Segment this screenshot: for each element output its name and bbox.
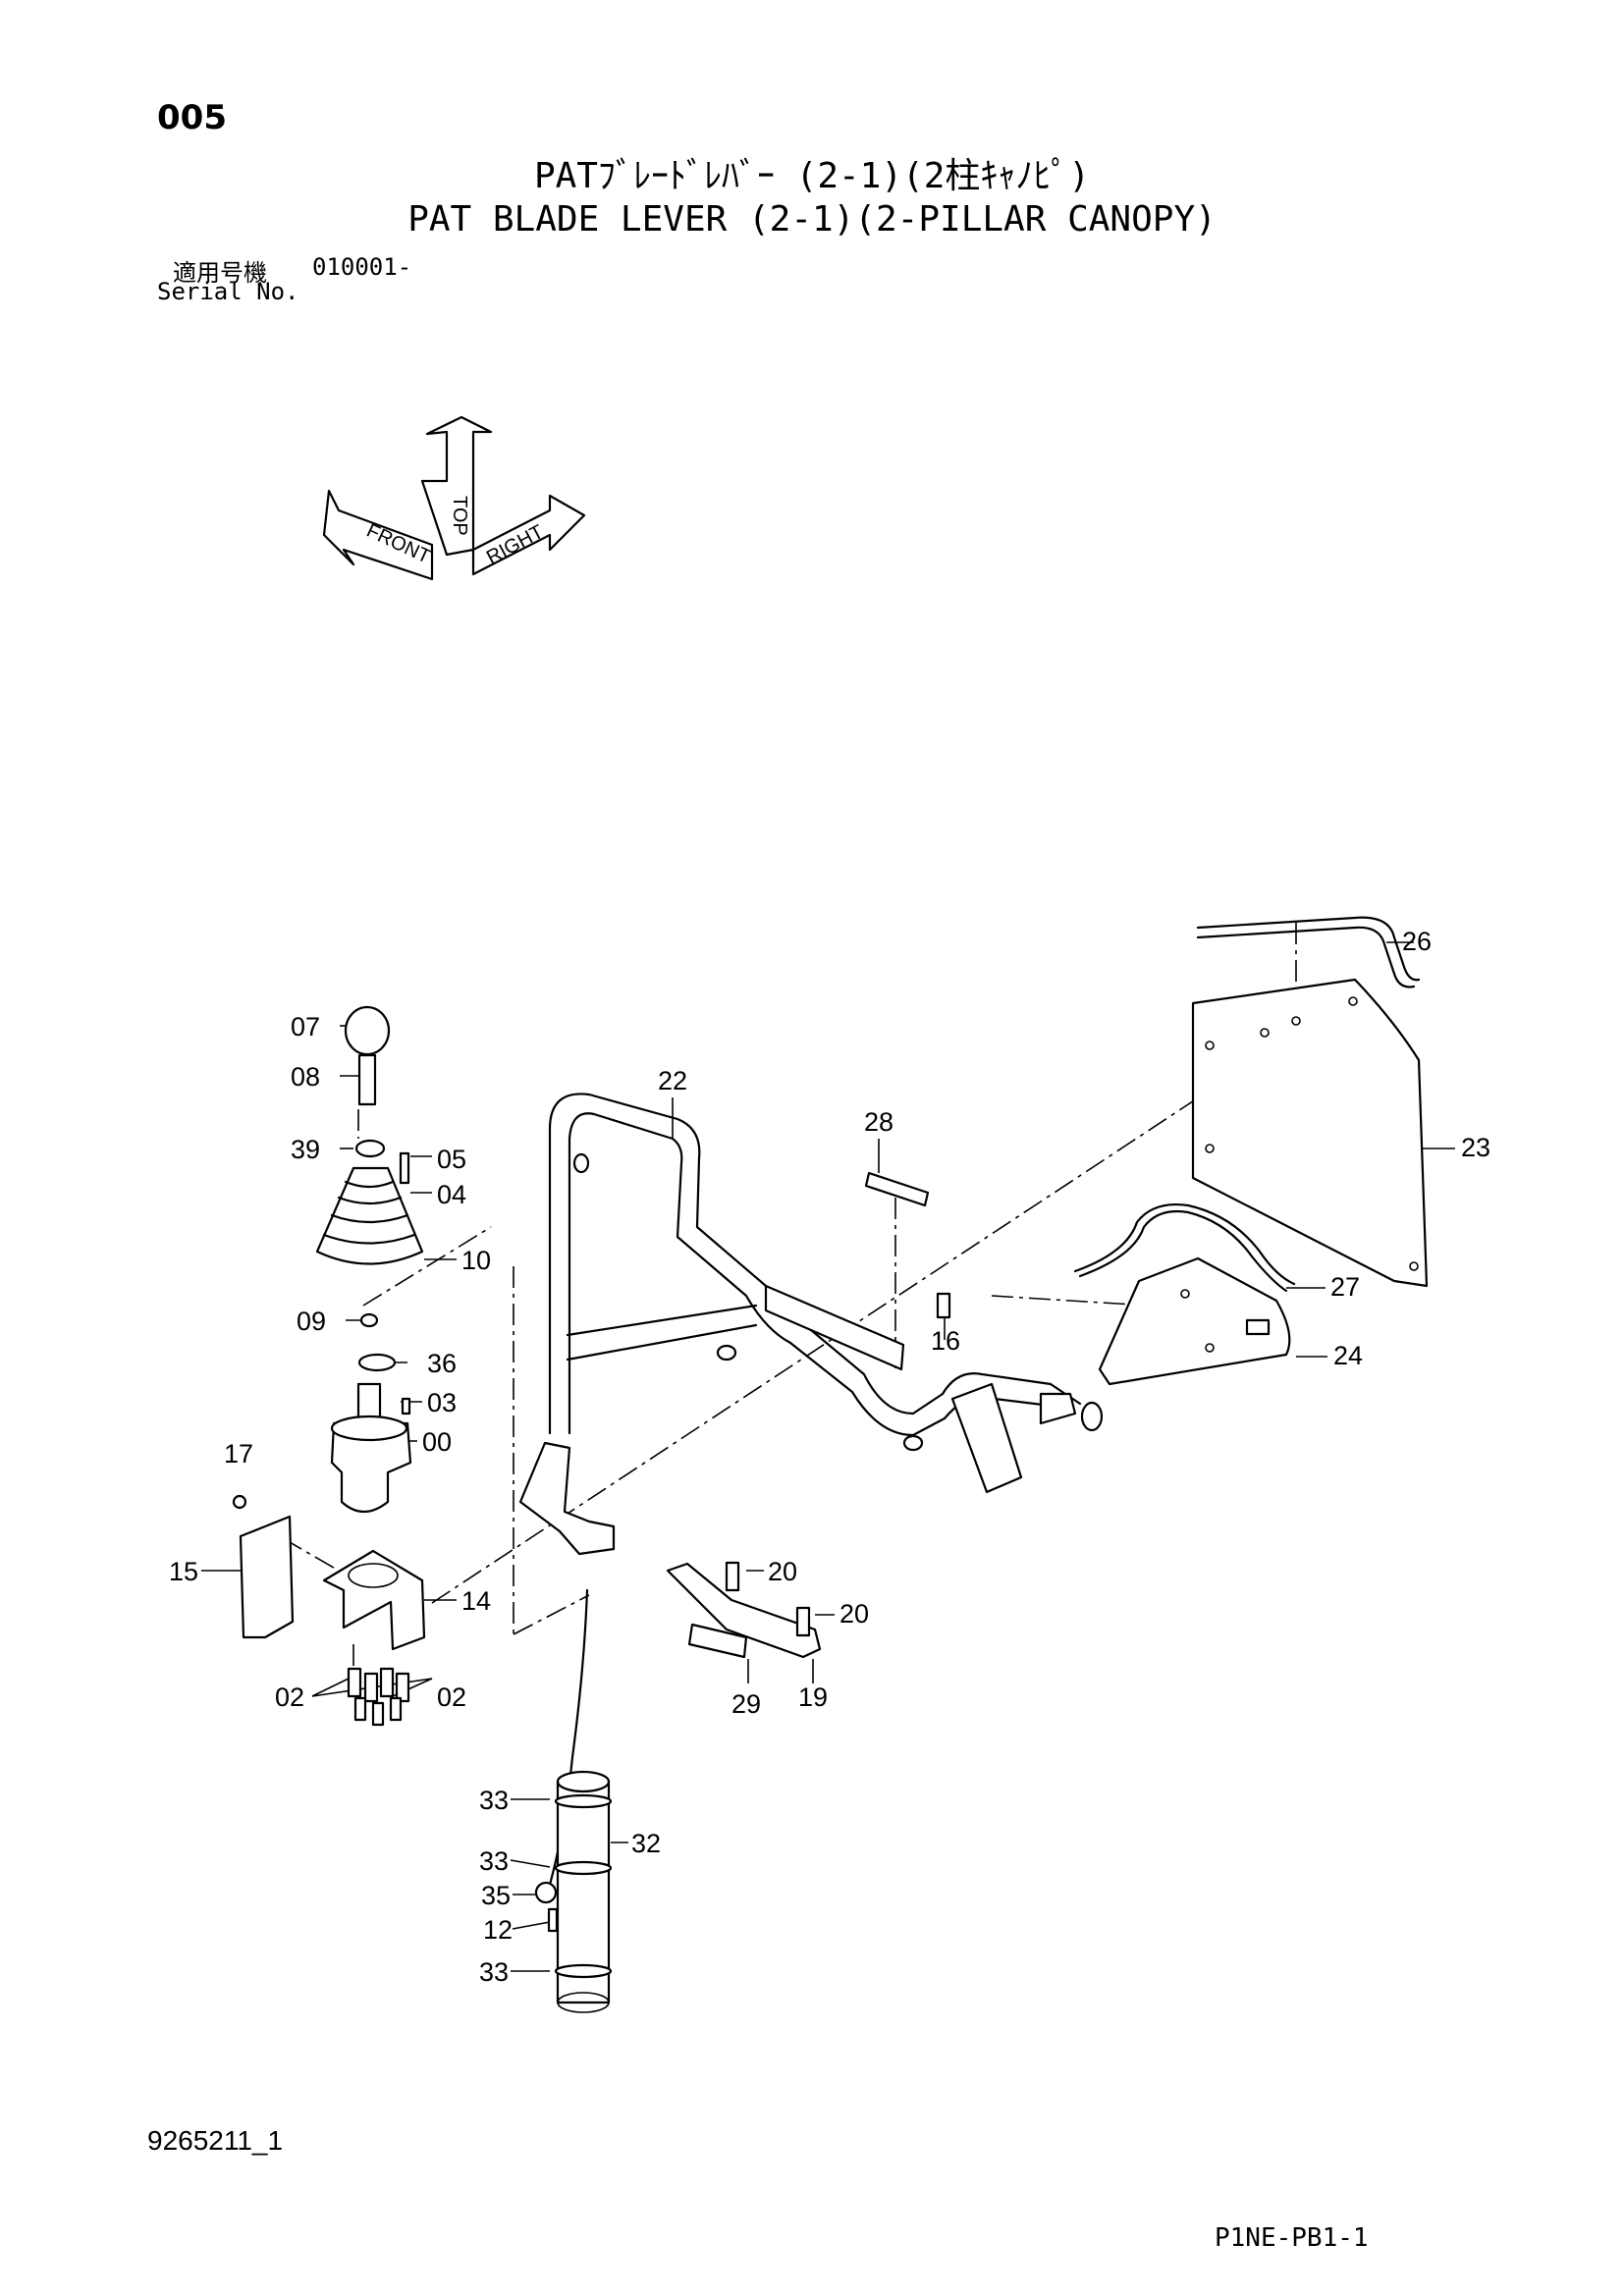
lever-shaft	[356, 1382, 382, 1420]
callout-16: 16	[931, 1326, 960, 1356]
page-title-english: PAT BLADE LEVER (2-1)(2-PILLAR CANOPY)	[407, 199, 1217, 240]
pin-and-bolt	[864, 1171, 951, 1319]
fittings-02	[347, 1667, 410, 1727]
callout-02-right: 02	[437, 1682, 466, 1712]
panel-23	[1191, 978, 1429, 1288]
callout-36: 36	[427, 1349, 457, 1378]
callout-20b: 20	[839, 1599, 869, 1629]
callout-32: 32	[631, 1829, 661, 1858]
page-code: P1NE-PB1-1	[1215, 2223, 1369, 2253]
callout-09: 09	[297, 1307, 326, 1336]
callout-12: 12	[483, 1915, 513, 1945]
callout-35: 35	[481, 1881, 511, 1910]
orientation-indicator: TOP FRONT RIGHT	[322, 415, 586, 581]
callout-17: 17	[224, 1439, 253, 1468]
callout-03: 03	[427, 1388, 457, 1417]
washer-39	[354, 1139, 386, 1158]
bracket-14	[322, 1549, 426, 1651]
strip-27	[1078, 1209, 1288, 1293]
callout-24: 24	[1333, 1341, 1363, 1370]
side-cover-24	[1073, 1203, 1296, 1386]
callout-02-left: 02	[275, 1682, 304, 1712]
lever-frame-22	[518, 1093, 1104, 1556]
top-arrow	[420, 415, 493, 557]
right-arrow	[471, 494, 586, 576]
clamp-35	[534, 1881, 558, 1904]
bolt-20b	[795, 1606, 811, 1637]
serial-number-value: 010001-	[312, 253, 412, 281]
clamp-33c	[554, 1963, 613, 1979]
top-label: TOP	[449, 496, 470, 536]
callout-00: 00	[422, 1427, 452, 1457]
callout-19: 19	[798, 1682, 828, 1712]
lever-assembly	[315, 1005, 424, 1514]
callout-28: 28	[864, 1107, 893, 1137]
callout-15: 15	[169, 1557, 198, 1586]
cover-15	[239, 1515, 295, 1639]
spacer-29	[687, 1623, 748, 1659]
callout-20a: 20	[768, 1557, 797, 1586]
frame-sleeve	[950, 1382, 1023, 1494]
valve-bracket	[232, 1494, 426, 1727]
serial-label-english: Serial No.	[157, 278, 299, 305]
callout-07: 07	[291, 1012, 320, 1041]
ring-36	[357, 1353, 397, 1372]
nut-09	[359, 1312, 379, 1328]
callout-05: 05	[437, 1145, 466, 1174]
lever-knob	[344, 1005, 391, 1056]
callout-26: 26	[1402, 927, 1432, 956]
bolt-05	[399, 1151, 410, 1185]
bracket-19-assembly	[666, 1561, 822, 1659]
bracket-19	[666, 1562, 822, 1659]
frame-foot	[518, 1441, 616, 1556]
callout-33a: 33	[479, 1786, 509, 1815]
callout-08: 08	[291, 1062, 320, 1092]
callout-33c: 33	[479, 1957, 509, 1987]
page-title-japanese: PATﾌﾞﾚｰﾄﾞﾚﾊﾞｰ (2-1)(2柱ｷｬﾉﾋﾟ)	[533, 156, 1091, 196]
hose-cable	[543, 1588, 589, 1904]
callout-23: 23	[1461, 1133, 1490, 1162]
hose-12	[547, 1907, 559, 1933]
document-id: 9265211_1	[147, 2125, 284, 2156]
bolt-20a	[725, 1561, 740, 1592]
cover-24	[1098, 1256, 1291, 1386]
screw-03	[401, 1397, 411, 1415]
side-panel-23	[1191, 916, 1429, 1288]
pin-28	[864, 1171, 930, 1207]
callout-22: 22	[658, 1066, 687, 1095]
plate-on-frame	[764, 1284, 905, 1371]
page-number: 005	[157, 98, 227, 137]
lever-rod	[357, 1053, 377, 1106]
callout-14: 14	[461, 1586, 491, 1616]
callout-10: 10	[461, 1246, 491, 1275]
callout-04: 04	[437, 1180, 466, 1209]
callout-labels: 07 08 39 05 04 10 09 36 03 00 17 15 14 0…	[169, 927, 1490, 1987]
screw-17	[232, 1494, 247, 1510]
callout-39: 39	[291, 1135, 320, 1164]
bolt-16	[936, 1292, 951, 1319]
rod-26	[1196, 916, 1421, 982]
front-arrow	[322, 489, 434, 581]
serial-label-japanese: 適用号機	[173, 259, 267, 287]
callout-33b: 33	[479, 1846, 509, 1876]
callout-29: 29	[731, 1689, 761, 1719]
pilot-valve	[330, 1421, 412, 1514]
clamp-33b	[554, 1860, 613, 1876]
tube-32-assembly	[534, 1588, 613, 2013]
callout-27: 27	[1330, 1272, 1360, 1302]
clamp-33a	[554, 1793, 613, 1809]
